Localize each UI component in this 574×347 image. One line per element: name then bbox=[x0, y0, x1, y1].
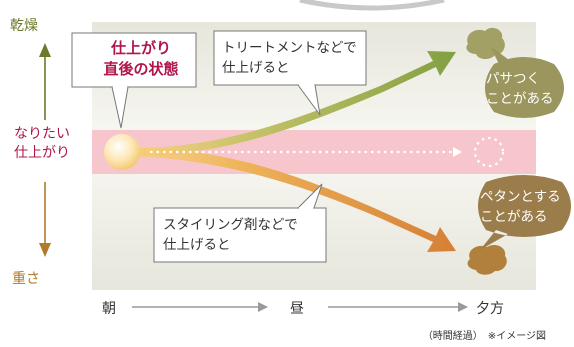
styling-callout-line-1: スタイリング剤などで bbox=[163, 217, 298, 233]
start-state-callout-box bbox=[71, 32, 197, 88]
start-state-ball bbox=[104, 134, 140, 170]
treatment-callout-label: トリートメントなどで 仕上げると bbox=[222, 38, 357, 78]
styling-callout-label: スタイリング剤などで 仕上げると bbox=[163, 215, 298, 255]
dry-speech-bubble bbox=[485, 46, 564, 118]
flat-outcome-line-2: ことがある bbox=[480, 209, 548, 225]
y-axis-down-arrow bbox=[39, 182, 51, 257]
time-morning-label: 朝 bbox=[102, 301, 116, 317]
start-state-label-line-1: 仕上がり bbox=[110, 39, 171, 57]
treatment-callout-box bbox=[213, 30, 367, 86]
ideal-dotted-arrowhead bbox=[453, 147, 462, 157]
start-state-callout-pointer bbox=[111, 86, 129, 129]
noon-to-evening-arrow bbox=[328, 302, 468, 312]
y-axis-middle-label-line-1: なりたい bbox=[14, 126, 70, 142]
time-evening-label: 夕方 bbox=[476, 301, 504, 317]
dry-outcome-line-2: ことがある bbox=[486, 91, 554, 107]
dry-outcome-line-1: パサつく bbox=[486, 71, 540, 87]
footnote: （時間経過） ※イメージ図 bbox=[422, 331, 546, 342]
time-noon-label: 昼 bbox=[290, 301, 304, 317]
ideal-target-circle bbox=[473, 136, 505, 168]
y-axis-up-arrow bbox=[39, 43, 51, 120]
flat-outcome-label: ペタンとする ことがある bbox=[480, 187, 561, 227]
treatment-callout-line-1: トリートメントなどで bbox=[222, 40, 357, 56]
start-state-label: 仕上がり 直後の状態 bbox=[86, 38, 196, 80]
styling-callout-line-2: 仕上げると bbox=[163, 237, 231, 253]
y-axis-middle-label: なりたい 仕上がり bbox=[4, 125, 80, 163]
flat-outcome-line-1: ペタンとする bbox=[480, 189, 561, 205]
flat-speech-bubble bbox=[478, 175, 571, 250]
dry-outcome-label: パサつく ことがある bbox=[486, 69, 554, 109]
y-axis-top-label: 乾燥 bbox=[10, 18, 38, 34]
styling-callout-pointer bbox=[297, 183, 323, 209]
treatment-callout-line-2: 仕上げると bbox=[222, 60, 290, 76]
start-state-label-line-2: 直後の状態 bbox=[103, 60, 179, 78]
treatment-callout-pointer bbox=[297, 84, 321, 116]
top-arc-decoration bbox=[299, 0, 445, 11]
y-axis-bottom-label: 重さ bbox=[12, 271, 40, 287]
flat-hair-blob-icon bbox=[467, 245, 507, 275]
y-axis-middle-label-line-2: 仕上がり bbox=[14, 145, 70, 161]
morning-to-noon-arrow bbox=[132, 302, 268, 312]
styling-callout-box bbox=[153, 207, 327, 263]
